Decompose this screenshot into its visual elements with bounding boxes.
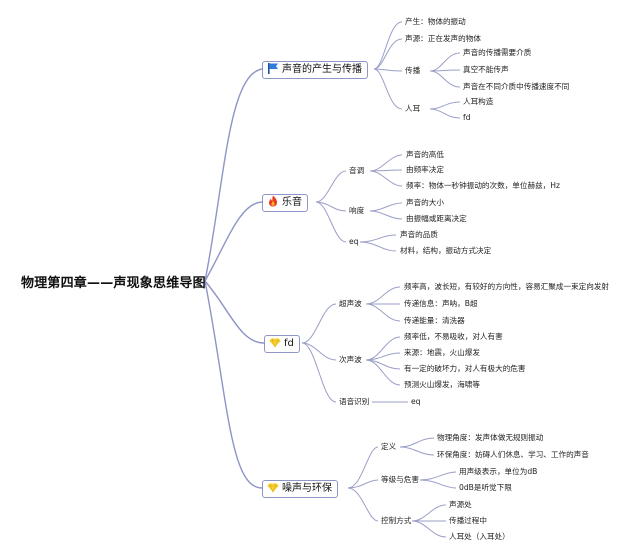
fire-icon bbox=[267, 195, 279, 207]
subtopic-propagation[interactable]: 传播 bbox=[405, 66, 421, 75]
topic-noise-environment[interactable]: 噪声与环保 bbox=[262, 480, 338, 498]
leaf-ultrasound-properties[interactable]: 频率高，波长短，有较好的方向性，容易汇聚成一束定向发射 bbox=[404, 282, 610, 291]
blue-flag-icon bbox=[267, 62, 279, 74]
subtopic-loudness[interactable]: 响度 bbox=[349, 206, 365, 215]
leaf-physics-view[interactable]: 物理角度：发声体做无规则振动 bbox=[437, 433, 544, 442]
subtopic-production[interactable]: 产生：物体的振动 bbox=[405, 17, 466, 26]
leaf-ear-structure[interactable]: 人耳构造 bbox=[463, 97, 494, 106]
leaf-infrasound-prediction[interactable]: 预测火山爆发，海啸等 bbox=[404, 380, 480, 389]
leaf-timbre-factors[interactable]: 材料，结构，振动方式决定 bbox=[400, 246, 492, 255]
root-topic[interactable]: 物理第四章——声现象思维导图 bbox=[21, 276, 206, 291]
leaf-amplitude-distance[interactable]: 由振幅或距离决定 bbox=[406, 214, 467, 223]
subtopic-control-methods[interactable]: 控制方式 bbox=[381, 516, 412, 525]
leaf-hearing-threshold[interactable]: 0dB是听觉下限 bbox=[459, 483, 512, 492]
subtopic-infrasound[interactable]: 次声波 bbox=[339, 355, 362, 364]
leaf-in-transmission[interactable]: 传播过程中 bbox=[449, 516, 487, 525]
leaf-needs-medium[interactable]: 声音的传播需要介质 bbox=[463, 48, 532, 57]
topic-label: 乐音 bbox=[282, 197, 302, 208]
subtopic-level-harm[interactable]: 等级与危害 bbox=[381, 475, 419, 484]
leaf-infrasound-sources[interactable]: 来源：地震，火山爆发 bbox=[404, 348, 480, 357]
leaf-at-source[interactable]: 声源处 bbox=[449, 500, 472, 509]
leaf-ultrasound-information[interactable]: 传递信息：声呐，B超 bbox=[404, 299, 478, 308]
leaf-loudness-size[interactable]: 声音的大小 bbox=[406, 198, 444, 207]
topic-label: fd bbox=[284, 338, 294, 349]
leaf-frequency-definition[interactable]: 频率：物体一秒钟振动的次数，单位赫兹，Hz bbox=[406, 181, 560, 190]
subtopic-speech-recognition[interactable]: 语音识别 bbox=[339, 397, 370, 406]
leaf-speed-varies[interactable]: 声音在不同介质中传播速度不同 bbox=[463, 82, 570, 91]
topic-musical-sound[interactable]: 乐音 bbox=[262, 194, 308, 212]
subtopic-sound-source[interactable]: 声源：正在发声的物体 bbox=[405, 34, 481, 43]
topic-sound-production[interactable]: 声音的产生与传播 bbox=[262, 61, 368, 79]
leaf-infrasound-low-frequency[interactable]: 频率低，不易吸收，对人有害 bbox=[404, 332, 503, 341]
subtopic-ultrasound[interactable]: 超声波 bbox=[339, 299, 362, 308]
subtopic-ear[interactable]: 人耳 bbox=[405, 104, 421, 113]
leaf-timbre-quality[interactable]: 声音的品质 bbox=[400, 230, 438, 239]
leaf-pitch-height[interactable]: 声音的高低 bbox=[406, 150, 444, 159]
leaf-decibel-unit[interactable]: 用声级表示，单位为dB bbox=[459, 467, 538, 476]
leaf-frequency-decides[interactable]: 由频率决定 bbox=[406, 165, 444, 174]
leaf-infrasound-destructive[interactable]: 有一定的破坏力，对人有极大的危害 bbox=[404, 364, 526, 373]
leaf-fd[interactable]: fd bbox=[463, 113, 471, 122]
topic-fd[interactable]: fd bbox=[264, 335, 300, 353]
topic-label: 噪声与环保 bbox=[282, 483, 332, 494]
yellow-gem-icon bbox=[267, 481, 279, 493]
subtopic-eq[interactable]: eq bbox=[349, 237, 359, 246]
subtopic-pitch[interactable]: 音调 bbox=[349, 166, 365, 175]
leaf-at-ear[interactable]: 人耳处（入耳处） bbox=[449, 532, 510, 541]
leaf-vacuum[interactable]: 真空不能传声 bbox=[463, 65, 509, 74]
subtopic-definition[interactable]: 定义 bbox=[381, 442, 397, 451]
topic-label: 声音的产生与传播 bbox=[282, 64, 362, 75]
leaf-ultrasound-energy[interactable]: 传递能量：清洗器 bbox=[404, 316, 465, 325]
leaf-eq[interactable]: eq bbox=[411, 397, 421, 406]
leaf-environment-view[interactable]: 环保角度：妨碍人们休息、学习、工作的声音 bbox=[437, 450, 589, 459]
yellow-gem-icon bbox=[269, 336, 281, 348]
